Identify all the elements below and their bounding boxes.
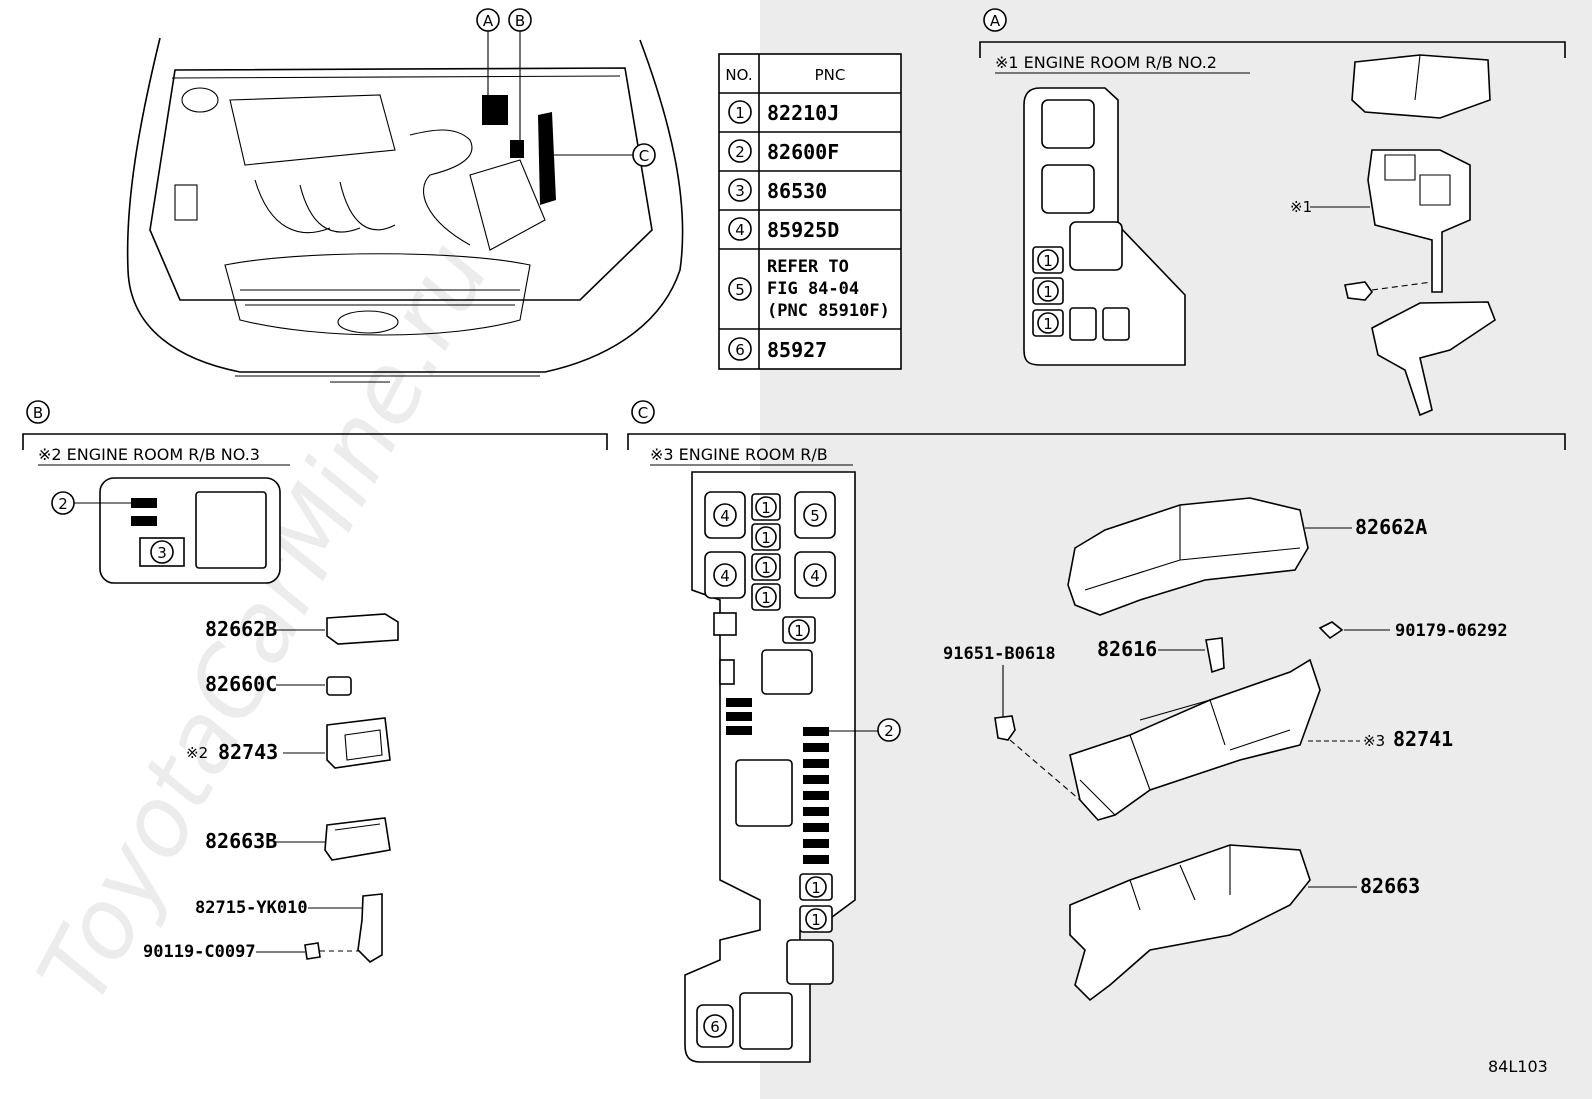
svg-text:A: A xyxy=(483,12,494,30)
svg-text:4: 4 xyxy=(810,567,820,585)
part-label: 82663 xyxy=(1360,874,1420,898)
svg-text:4: 4 xyxy=(735,221,745,239)
table-row: 86530 xyxy=(767,179,827,203)
svg-text:1: 1 xyxy=(794,622,804,640)
svg-text:1: 1 xyxy=(1043,315,1053,333)
callout-b: B xyxy=(508,8,532,145)
callout-a: A xyxy=(476,8,500,100)
svg-text:1: 1 xyxy=(735,104,745,122)
pnc-table: NO. PNC 1 82210J 2 82600F 3 86530 4 8592… xyxy=(718,53,902,370)
svg-text:4: 4 xyxy=(720,567,730,585)
svg-text:2: 2 xyxy=(735,143,745,161)
part-label: 90119-C0097 xyxy=(143,942,256,962)
svg-text:B: B xyxy=(33,404,43,422)
table-row: FIG 84-04 xyxy=(767,279,859,299)
part-label: 82741 xyxy=(1393,727,1453,751)
svg-text:1: 1 xyxy=(761,499,771,517)
section-b: B ※2 ENGINE ROOM R/B NO.3 3 2 82662B 826… xyxy=(22,400,608,964)
table-header-no: NO. xyxy=(725,66,752,84)
svg-text:1: 1 xyxy=(761,529,771,547)
svg-text:4: 4 xyxy=(720,507,730,525)
part-label: 82715-YK010 xyxy=(195,898,308,918)
svg-text:5: 5 xyxy=(735,281,745,299)
svg-text:1: 1 xyxy=(761,559,771,577)
part-label: 82662A xyxy=(1355,515,1427,539)
section-c-title: ※3 ENGINE ROOM R/B xyxy=(650,445,828,464)
svg-text:2: 2 xyxy=(58,495,68,513)
part-label: ※2 xyxy=(186,744,208,762)
callout-c: C xyxy=(552,143,656,167)
part-label: 82616 xyxy=(1097,637,1157,661)
table-row: 85927 xyxy=(767,338,827,362)
svg-text:C: C xyxy=(638,404,648,422)
svg-text:1: 1 xyxy=(811,911,821,929)
table-row: REFER TO xyxy=(767,257,849,277)
section-a-title: ※1 ENGINE ROOM R/B NO.2 xyxy=(995,53,1217,72)
table-row: (PNC 85910F) xyxy=(767,301,890,321)
svg-text:6: 6 xyxy=(735,341,745,359)
svg-text:B: B xyxy=(515,12,525,30)
svg-text:6: 6 xyxy=(710,1018,720,1036)
svg-text:3: 3 xyxy=(157,544,167,562)
part-label: 90179-06292 xyxy=(1395,621,1508,641)
section-a: A ※1 ENGINE ROOM R/B NO.2 1 1 1 ※1 xyxy=(979,8,1566,417)
figure-code: 84L103 xyxy=(1488,1057,1548,1076)
engine-bay-illustration xyxy=(126,37,684,383)
svg-text:C: C xyxy=(639,147,649,165)
svg-text:5: 5 xyxy=(810,507,820,525)
svg-text:1: 1 xyxy=(1043,283,1053,301)
section-c: C ※3 ENGINE ROOM R/B 4 5 4 4 1 1 1 1 1 2 xyxy=(627,400,1566,1063)
part-label: 82743 xyxy=(218,740,278,764)
table-row: 82600F xyxy=(767,140,839,164)
part-label: 82660C xyxy=(205,672,277,696)
svg-text:1: 1 xyxy=(1043,252,1053,270)
svg-text:A: A xyxy=(990,12,1001,30)
svg-text:1: 1 xyxy=(811,879,821,897)
table-row: 85925D xyxy=(767,218,839,242)
part-label: 82663B xyxy=(205,829,277,853)
part-label: 82662B xyxy=(205,617,277,641)
table-header-pnc: PNC xyxy=(815,66,846,84)
section-a-note-label: ※1 xyxy=(1290,198,1312,216)
part-label: 91651-B0618 xyxy=(943,644,1056,664)
svg-text:3: 3 xyxy=(735,182,745,200)
table-row: 82210J xyxy=(767,101,839,125)
svg-text:2: 2 xyxy=(884,722,894,740)
section-b-title: ※2 ENGINE ROOM R/B NO.3 xyxy=(38,445,260,464)
part-label: ※3 xyxy=(1363,732,1385,750)
svg-text:1: 1 xyxy=(761,589,771,607)
